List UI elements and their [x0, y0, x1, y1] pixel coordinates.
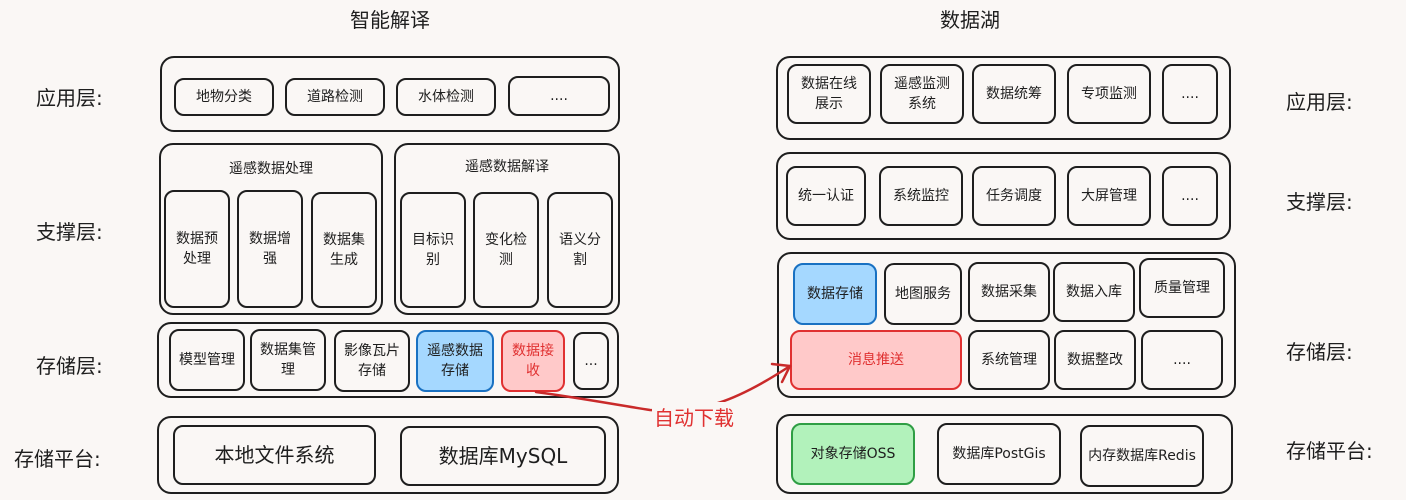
left-app-item-road-detection[interactable]: 道路检测: [285, 78, 385, 116]
left-storage-item-model-management[interactable]: 模型管理: [169, 329, 245, 391]
right-storage-item-data-rectification[interactable]: 数据整改: [1054, 330, 1136, 390]
left-label-app: 应用层:: [36, 86, 103, 110]
left-support-item-change-detection[interactable]: 变化检 测: [473, 192, 539, 308]
right-support-item-system-monitoring[interactable]: 系统监控: [879, 166, 963, 226]
left-support-item-semantic-segmentation[interactable]: 语义分 割: [547, 192, 613, 308]
right-label-app: 应用层:: [1286, 90, 1353, 114]
left-storage-item-tile-storage[interactable]: 影像瓦片 存储: [334, 330, 410, 392]
right-storage-item-quality-management[interactable]: 质量管理: [1139, 258, 1225, 318]
auto-download-arrow-line: [534, 364, 792, 412]
right-label-platform: 存储平台:: [1286, 439, 1373, 463]
right-support-item-unified-auth[interactable]: 统一认证: [786, 166, 866, 226]
right-diagram-title: 数据湖: [940, 8, 1000, 32]
right-storage-item-more[interactable]: ....: [1141, 330, 1223, 390]
right-support-layer: [776, 152, 1231, 240]
left-diagram-title: 智能解译: [350, 8, 430, 32]
left-label-support: 支撑层:: [36, 220, 103, 244]
right-storage-layer: [777, 252, 1236, 398]
left-label-platform: 存储平台:: [14, 447, 101, 471]
left-support-item-object-recognition[interactable]: 目标识 别: [400, 192, 466, 308]
left-platform-layer: [157, 416, 619, 494]
left-platform-mysql[interactable]: 数据库MySQL: [400, 426, 606, 486]
right-storage-item-message-push[interactable]: 消息推送: [790, 330, 962, 390]
right-platform-postgis[interactable]: 数据库PostGis: [937, 423, 1061, 485]
left-app-layer: [160, 56, 620, 132]
left-support-item-dataset-generation[interactable]: 数据集 生成: [311, 192, 377, 308]
left-support-item-preprocessing[interactable]: 数据预 处理: [164, 190, 230, 308]
right-app-item-data-coordination[interactable]: 数据统筹: [972, 64, 1056, 124]
left-label-storage: 存储层:: [36, 354, 103, 378]
auto-download-arrow-head: [770, 362, 792, 384]
right-app-item-more[interactable]: ....: [1162, 64, 1218, 124]
right-support-item-task-scheduling[interactable]: 任务调度: [972, 166, 1056, 226]
left-storage-layer: [157, 322, 619, 398]
right-storage-item-data-collection[interactable]: 数据采集: [968, 262, 1050, 322]
left-support-item-augmentation[interactable]: 数据增 强: [237, 190, 303, 308]
right-platform-redis[interactable]: 内存数据库Redis: [1080, 425, 1204, 487]
right-support-item-more[interactable]: ....: [1162, 166, 1218, 226]
right-label-support: 支撑层:: [1286, 190, 1353, 214]
right-storage-item-map-service[interactable]: 地图服务: [884, 263, 962, 325]
left-app-item-water-detection[interactable]: 水体检测: [396, 78, 496, 116]
right-app-layer: [776, 56, 1231, 140]
right-platform-oss[interactable]: 对象存储OSS: [791, 423, 915, 485]
right-platform-layer: [776, 414, 1233, 494]
right-app-item-rs-monitoring[interactable]: 遥感监测 系统: [880, 64, 964, 124]
left-storage-item-dataset-management[interactable]: 数据集管 理: [250, 329, 326, 391]
right-storage-item-system-management[interactable]: 系统管理: [968, 330, 1050, 390]
left-support-group-interpretation-title: 遥感数据解译: [465, 159, 549, 175]
right-support-item-dashboard-management[interactable]: 大屏管理: [1067, 166, 1151, 226]
left-platform-local-fs[interactable]: 本地文件系统: [173, 425, 376, 485]
right-storage-item-data-storage[interactable]: 数据存储: [793, 263, 877, 325]
left-storage-item-rs-data-storage[interactable]: 遥感数据 存储: [416, 330, 494, 392]
left-app-item-more[interactable]: ....: [508, 76, 610, 116]
left-support-group-processing: [159, 143, 383, 315]
left-app-item-ground-classification[interactable]: 地物分类: [174, 78, 274, 116]
right-app-item-special-monitoring[interactable]: 专项监测: [1067, 64, 1151, 124]
left-support-group-interpretation: [394, 143, 620, 315]
left-storage-item-data-receive[interactable]: 数据接 收: [501, 330, 565, 392]
auto-download-label: 自动下载: [652, 402, 736, 431]
left-storage-item-more[interactable]: ...: [573, 332, 609, 390]
right-app-item-online-display[interactable]: 数据在线 展示: [787, 64, 871, 124]
left-support-group-processing-title: 遥感数据处理: [229, 161, 313, 177]
right-label-storage: 存储层:: [1286, 340, 1353, 364]
right-storage-item-data-ingestion[interactable]: 数据入库: [1053, 262, 1135, 322]
